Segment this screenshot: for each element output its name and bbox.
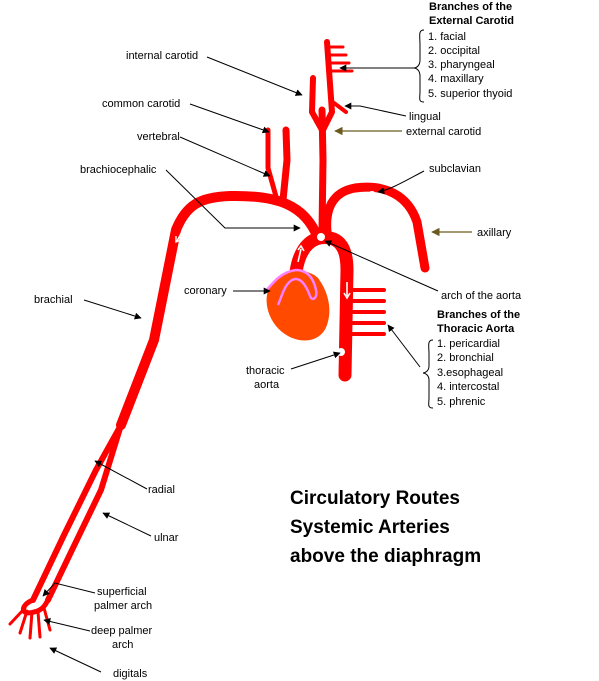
label-external-carotid: external carotid (406, 126, 481, 138)
external-carotid-branch-list: Branches of the External Carotid 1. faci… (428, 1, 514, 100)
thoracic-title-1: Branches of the (437, 309, 520, 321)
thoracic-aorta-branch-list: Branches of the Thoracic Aorta 1. perica… (437, 309, 520, 408)
leader-lines (42, 56, 472, 673)
palmar-arch (20, 597, 51, 616)
brachiocephalic-artery (116, 190, 323, 430)
ext-carotid-item: 2. occipital (428, 45, 480, 57)
label-deep-palmer: deep palmer (91, 625, 152, 637)
label-aorta: aorta (254, 379, 280, 391)
label-axillary: axillary (477, 227, 512, 239)
label-coronary: coronary (184, 285, 227, 297)
label-ulnar: ulnar (154, 532, 179, 544)
braces (413, 29, 434, 409)
thoracic-item: 1. pericardial (437, 338, 500, 350)
thoracic-item: 5. phrenic (437, 396, 486, 408)
label-arch-of-aorta: arch of the aorta (441, 290, 522, 302)
markers (175, 191, 376, 356)
label-internal-carotid: internal carotid (126, 50, 198, 62)
internal-carotid-artery (309, 75, 325, 133)
thoracic-item: 4. intercostal (437, 381, 499, 393)
ext-carotid-item: 3. pharyngeal (428, 59, 495, 71)
thoracic-title-2: Thoracic Aorta (437, 323, 515, 335)
label-digitals: digitals (113, 668, 148, 680)
label-arch: arch (112, 639, 133, 651)
radial-artery (30, 422, 124, 603)
label-thoracic: thoracic (246, 365, 285, 377)
subclavian-artery (322, 182, 430, 273)
label-brachial: brachial (34, 294, 73, 306)
ext-carotid-item: 1. facial (428, 31, 466, 43)
label-radial: radial (148, 484, 175, 496)
label-common-carotid: common carotid (102, 98, 180, 110)
label-vertebral: vertebral (137, 131, 180, 143)
thoracic-aorta-branches (346, 288, 386, 336)
right-common-carotid (279, 126, 291, 204)
lingual-artery (332, 101, 348, 114)
label-superficial: superficial (97, 586, 147, 598)
labels: internal carotid common carotid vertebra… (34, 50, 522, 680)
title-line-1: Circulatory Routes (290, 488, 460, 509)
ext-carotid-item: 5. superior thyoid (428, 88, 512, 100)
external-carotid-artery (320, 39, 335, 133)
label-palmer-arch: palmer arch (94, 600, 152, 612)
main-title: Circulatory Routes Systemic Arteries abo… (290, 488, 481, 567)
title-line-3: above the diaphragm (290, 546, 481, 567)
vertebral-artery (265, 127, 280, 203)
ext-carotid-item: 4. maxillary (428, 73, 484, 85)
coronary-artery (264, 268, 318, 306)
thoracic-item: 3.esophageal (437, 367, 503, 379)
label-subclavian: subclavian (429, 163, 481, 175)
arteries (8, 39, 430, 640)
label-lingual: lingual (409, 111, 441, 123)
label-brachiocephalic: brachiocephalic (80, 164, 157, 176)
aortic-arch (289, 231, 354, 382)
heart (264, 268, 330, 341)
ext-carotid-title-2: External Carotid (429, 15, 514, 27)
title-line-2: Systemic Arteries (290, 517, 450, 538)
ulnar-artery (45, 422, 124, 603)
ext-carotid-title-1: Branches of the (429, 1, 512, 13)
heart-shape (266, 271, 330, 341)
thoracic-item: 2. bronchial (437, 352, 494, 364)
